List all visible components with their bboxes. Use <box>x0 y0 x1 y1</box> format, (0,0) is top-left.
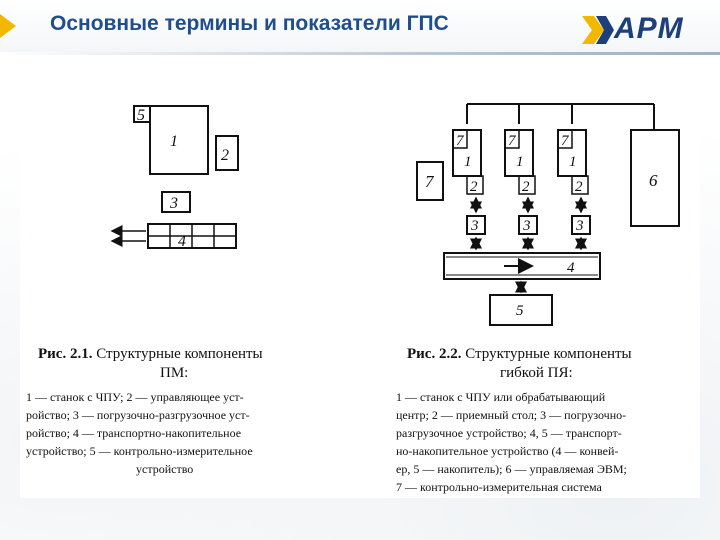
fig1-label-4: 4 <box>178 233 186 250</box>
fig1-box-3 <box>161 191 191 213</box>
fig1-label-1: 1 <box>170 133 178 150</box>
fig2-storage-5 <box>489 294 553 326</box>
fig2-loader-1 <box>466 215 486 235</box>
fig1-caption-title-line2: ПМ: <box>160 365 188 382</box>
fig2-label-7b: 7 <box>508 133 517 149</box>
fig2-box-7 <box>416 161 444 201</box>
fig1-label-5: 5 <box>137 107 145 124</box>
fig1-label-2: 2 <box>221 147 229 164</box>
fig1-label-3: 3 <box>169 195 178 212</box>
fig1-diagram <box>110 105 239 249</box>
fig2-caption-line-3: разгрузочное устройство; 4, 5 — транспор… <box>396 426 622 440</box>
fig2-loader-3 <box>571 215 591 235</box>
fig1-caption-title: Рис. 2.1. Структурные компоненты <box>38 346 263 363</box>
fig2-box-6 <box>630 129 680 227</box>
fig2-caption-title: Рис. 2.2. Структурные компоненты <box>407 346 632 363</box>
fig2-caption-line-5: ер, 5 — накопитель); 6 — управляемая ЭВМ… <box>396 462 627 476</box>
structure-diagrams: 5 1 2 3 4 <box>110 103 680 326</box>
slide-header: Основные термины и показатели ГПС АРМ <box>0 0 720 52</box>
fig2-caption-title-line2: гибкой ПЯ: <box>500 365 573 382</box>
fig2-conveyor-4 <box>443 252 601 280</box>
fig2-label-1c: 1 <box>569 154 577 170</box>
fig1-caption-line-5: устройство <box>136 462 194 476</box>
fig1-box-1 <box>149 105 209 175</box>
fig1-caption-title-line2-text: ПМ: <box>160 365 189 381</box>
fig2-label-2b: 2 <box>522 179 530 195</box>
fig1-caption-line-3: ройство; 4 — транспортно-накопительное <box>26 426 242 440</box>
fig2-caption-prefix: Рис. 2.2. <box>407 346 462 362</box>
corner-arrow-icon <box>0 14 16 38</box>
fig1-caption-line-1: 1 — станок с ЧПУ; 2 — управляющее уст- <box>26 390 244 404</box>
fig1-box-2 <box>215 135 239 171</box>
fig2-label-6: 6 <box>649 171 658 190</box>
fig1-caption-title-line1: Структурные компоненты <box>96 346 263 362</box>
fig2-label-1b: 1 <box>516 154 524 170</box>
fig2-label-3c: 3 <box>575 218 584 234</box>
fig1-caption-prefix: Рис. 2.1. <box>38 346 93 362</box>
fig2-label-7a: 7 <box>456 133 465 149</box>
fig2-caption-title-line1: Структурные компоненты <box>465 346 632 362</box>
fig2-label-2c: 2 <box>575 179 583 195</box>
fig2-caption-line-2: центр; 2 — приемный стол; 3 — погрузочно… <box>396 408 627 422</box>
fig2-label-7c: 7 <box>561 133 570 149</box>
fig2-label-5: 5 <box>516 303 524 319</box>
fig2-label-2a: 2 <box>470 179 478 195</box>
fig2-arrows <box>470 196 587 294</box>
fig1-caption-line-2: ройство; 3 — погрузочно-разгрузочное уст… <box>26 408 250 422</box>
fig1-caption-line-4: устройство; 5 — контрольно-измерительное <box>26 444 253 458</box>
logo-chevron-icon <box>582 16 614 44</box>
slide-title: Основные термины и показатели ГПС <box>50 12 449 35</box>
fig2-label-3a: 3 <box>470 218 479 234</box>
company-logo: АРМ <box>580 10 708 50</box>
fig2-loader-2 <box>518 215 538 235</box>
fig2-caption-title-line2-text: гибкой ПЯ: <box>500 365 573 381</box>
fig2-diagram <box>416 103 680 326</box>
logo-text: АРМ <box>614 12 684 45</box>
fig2-label-7-left: 7 <box>425 172 435 191</box>
fig2-caption-line-6: 7 — контрольно-измерительная система <box>396 480 602 494</box>
fig2-caption-line-1: 1 — станок с ЧПУ или обрабатывающий <box>396 390 606 404</box>
fig2-label-1a: 1 <box>464 154 472 170</box>
figure-panel: 5 1 2 3 4 <box>20 98 700 498</box>
header-divider <box>0 52 720 55</box>
fig2-caption-line-4: но-накопительное устройство (4 — конвей- <box>396 444 619 458</box>
fig2-label-4: 4 <box>567 260 575 276</box>
fig2-label-3b: 3 <box>522 218 531 234</box>
